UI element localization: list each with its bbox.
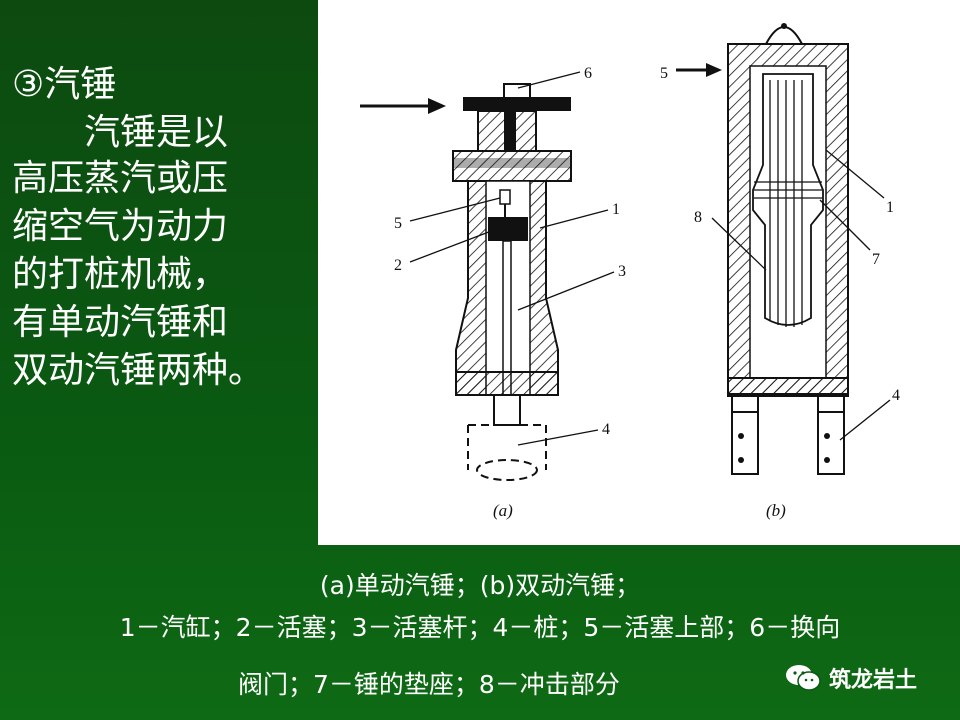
label-b-5: 5	[660, 65, 668, 82]
slide-heading: ③汽锤	[12, 64, 117, 105]
slide-line-2: 高压蒸汽或压	[12, 158, 229, 199]
watermark: 筑龙岩土	[785, 658, 917, 698]
slide-line-5: 有单动汽锤和	[12, 302, 229, 343]
label-b-4: 4	[892, 387, 900, 404]
label-b-7: 7	[872, 251, 880, 268]
sublabel-b: (b)	[766, 501, 786, 520]
diagram-svg: 6 5 2 1 3 4 (a)	[360, 23, 900, 520]
label-a-2: 2	[394, 257, 402, 274]
caption-line-2: 1－汽缸；2－活塞；3－活塞杆；4－桩；5－活塞上部；6－换向	[119, 613, 841, 642]
label-a-1: 1	[612, 201, 620, 218]
label-a-3: 3	[618, 263, 626, 280]
slide-text: ③汽锤 汽锤是以 高压蒸汽或压 缩空气为动力 的打桩机械， 有单动汽锤和 双动汽…	[12, 62, 312, 396]
caption-line-1: (a)单动汽锤；(b)双动汽锤；	[319, 571, 641, 600]
watermark-text: 筑龙岩土	[829, 668, 918, 693]
label-a-4: 4	[602, 421, 610, 438]
slide-line-4: 的打桩机械，	[12, 254, 229, 295]
label-b-8: 8	[694, 209, 702, 226]
arrow-a-icon	[360, 98, 446, 114]
label-b-1: 1	[886, 199, 894, 216]
slide-line-1: 汽锤是以	[84, 112, 229, 153]
piston	[488, 217, 528, 241]
label-a-5: 5	[394, 215, 402, 232]
caption-line-3: 阀门；7－锤的垫座；8－冲击部分	[238, 670, 620, 699]
slide-line-3: 缩空气为动力	[12, 206, 229, 247]
pile-b	[731, 396, 845, 475]
arrow-b-icon	[676, 63, 722, 77]
hammer-a: 6 5 2 1 3 4 (a)	[360, 65, 626, 520]
label-a-6: 6	[584, 65, 592, 82]
valve-plate	[463, 97, 571, 111]
pile-a	[467, 424, 547, 481]
hammer-b: 5 1 8 7 4 (b)	[660, 23, 900, 520]
steam-hammer-figure: 6 5 2 1 3 4 (a)	[318, 0, 960, 545]
sublabel-a: (a)	[493, 501, 513, 520]
slide-line-6: 双动汽锤两种。	[12, 350, 265, 391]
wechat-icon	[785, 663, 821, 693]
